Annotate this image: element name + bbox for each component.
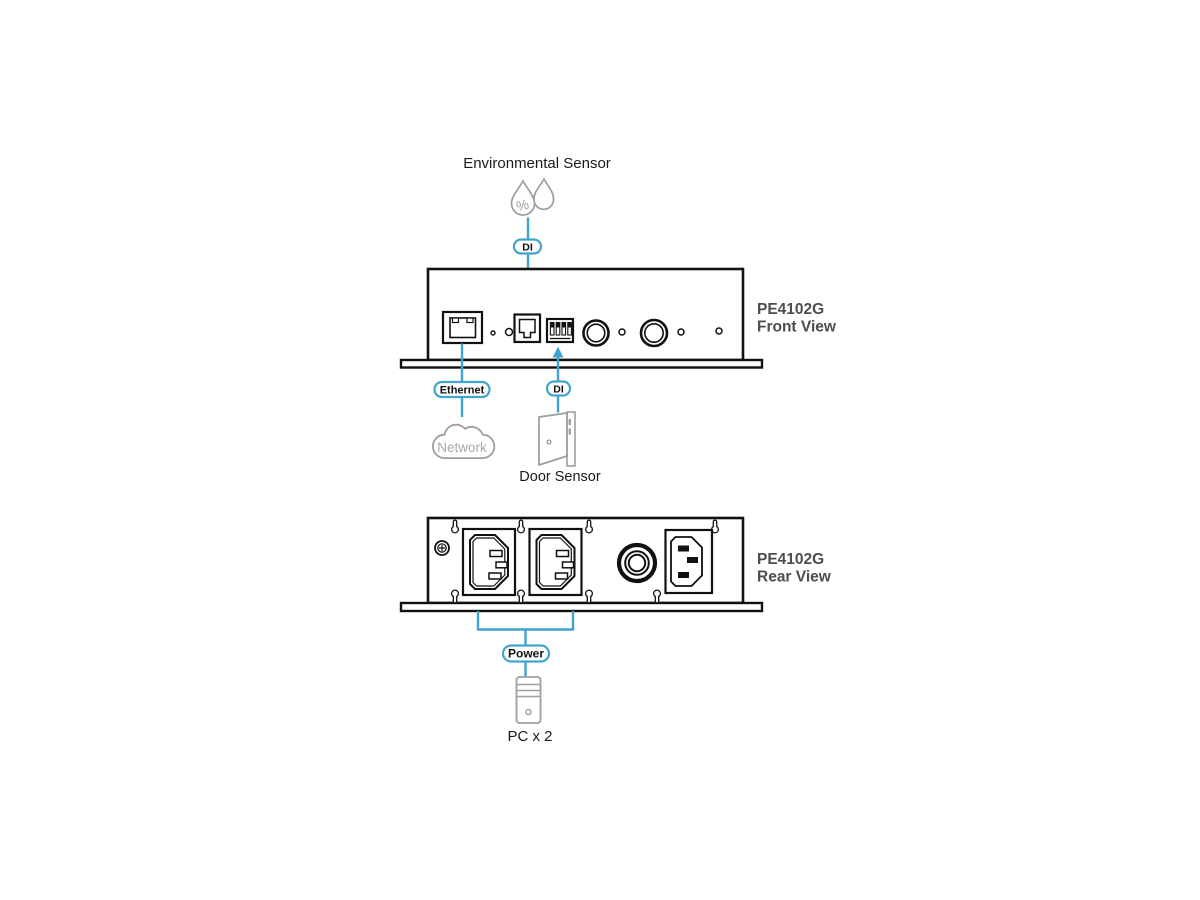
rj11-port-icon — [513, 313, 542, 344]
svg-text:DI: DI — [522, 242, 533, 254]
svg-text:DI: DI — [553, 384, 564, 396]
power-badge: Power — [501, 644, 551, 663]
front-button-icon — [582, 319, 610, 347]
up-arrow-icon — [552, 346, 564, 382]
pc-label: PC x 2 — [507, 728, 552, 745]
ground-screw-icon — [434, 540, 450, 556]
environmental-sensor-icon: % — [510, 177, 555, 216]
led-icon — [490, 330, 496, 336]
network-label: Network — [437, 440, 487, 455]
c13-outlet-icon — [528, 527, 583, 597]
percent-glyph: % — [515, 196, 531, 215]
rear-view-label: PE4102G Rear View — [757, 551, 832, 586]
door-sensor-icon — [538, 411, 576, 467]
front-view-label: PE4102G Front View — [757, 301, 837, 336]
keyhole-mount-icons-top — [451, 519, 719, 534]
di-badge-top: DI — [512, 238, 543, 255]
led-icon — [677, 328, 685, 336]
svg-text:Power: Power — [508, 647, 544, 661]
c14-inlet-icon — [664, 528, 714, 595]
led-icon — [715, 327, 723, 335]
di-badge-bottom: DI — [545, 380, 572, 397]
ethernet-badge: Ethernet — [433, 380, 491, 399]
di-terminal-icon — [545, 317, 575, 344]
svg-text:Ethernet: Ethernet — [440, 385, 485, 397]
led-icon — [504, 327, 514, 337]
svg-text:Rear View: Rear View — [757, 569, 832, 586]
keyhole-mount-icons-bottom — [451, 589, 661, 604]
rj45-port-icon — [441, 310, 484, 345]
svg-text:PE4102G: PE4102G — [757, 551, 824, 568]
front-button-icon — [639, 318, 669, 348]
environmental-sensor-label: Environmental Sensor — [463, 155, 611, 172]
power-bracket-lines — [476, 611, 575, 646]
front-mounting-flange — [399, 358, 764, 369]
circuit-breaker-icon — [616, 542, 658, 584]
door-sensor-label: Door Sensor — [519, 469, 601, 485]
c13-outlet-icon — [461, 527, 517, 597]
rear-panel-device — [399, 516, 764, 613]
led-icon — [618, 328, 626, 336]
svg-text:PE4102G: PE4102G — [757, 301, 824, 318]
network-cloud-icon: Network — [432, 423, 496, 459]
front-panel-device — [399, 267, 764, 369]
svg-text:Front View: Front View — [757, 319, 837, 336]
pc-tower-icon — [515, 676, 542, 724]
rear-mounting-flange — [399, 601, 764, 613]
